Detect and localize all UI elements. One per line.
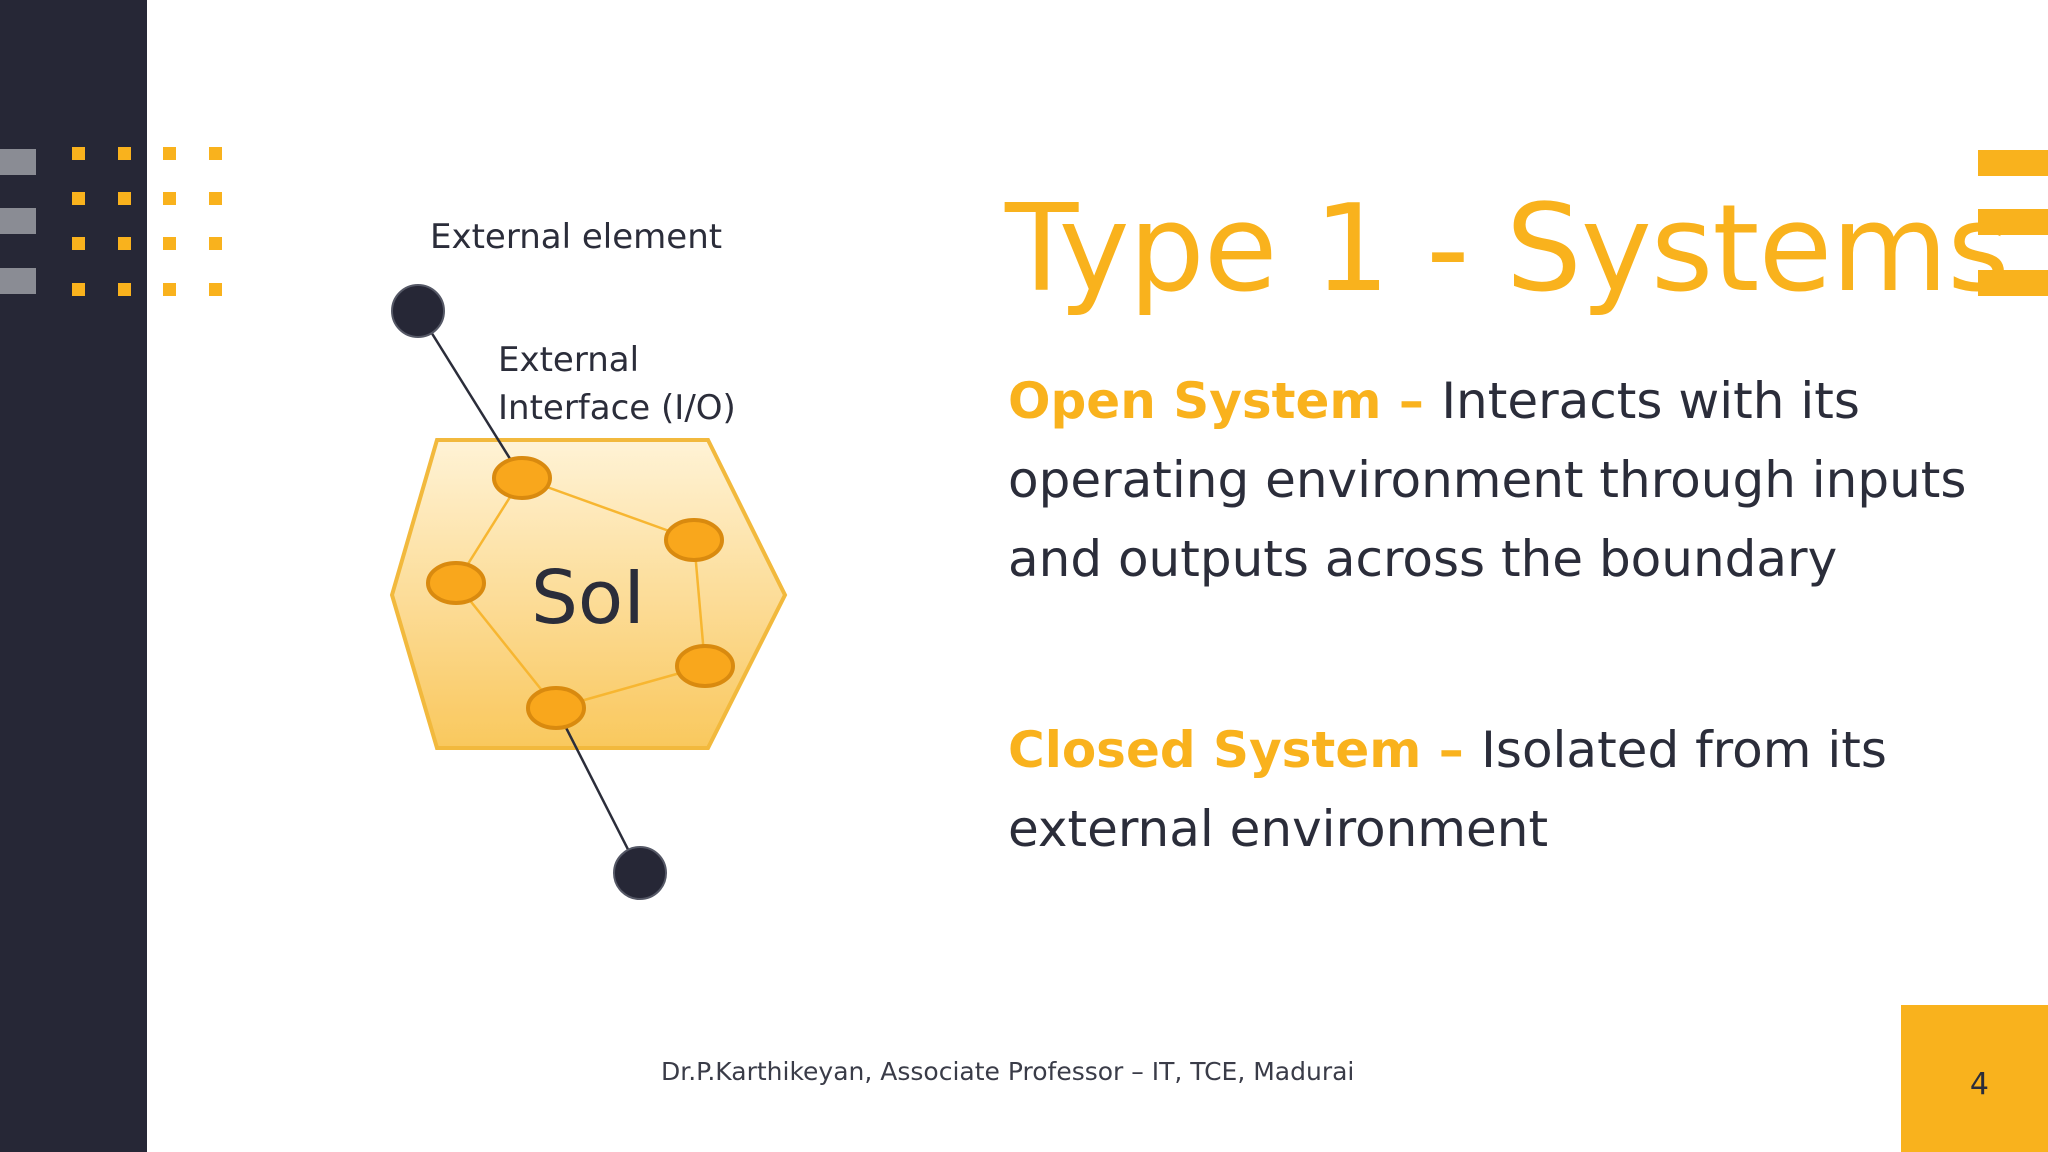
- page-number-box: [1901, 1005, 2048, 1152]
- external-link-top: [416, 310, 524, 479]
- decor-dash: [0, 208, 36, 234]
- node: [492, 456, 552, 500]
- node: [426, 561, 486, 605]
- open-system-point: Open System – Interacts with its operati…: [1008, 362, 1968, 599]
- interface-label-line2: Interface (I/O): [498, 388, 736, 428]
- decor-bar: [1978, 209, 2048, 235]
- internal-nodes: [426, 456, 735, 730]
- open-system-text: Interacts with its operating environment…: [1008, 372, 1967, 588]
- external-link-bottom: [554, 707, 642, 874]
- slide-title: Type 1 - Systems: [1005, 180, 2010, 319]
- open-system-lead: Open System –: [1008, 372, 1442, 430]
- footer-credit: Dr.P.Karthikeyan, Associate Professor – …: [661, 1057, 1355, 1086]
- closed-system-text: Isolated from its external environment: [1008, 721, 1887, 858]
- system-diagram: External element External Interface (I/O…: [389, 217, 788, 900]
- decor-bar: [1978, 150, 2048, 176]
- decor-dash: [0, 149, 36, 175]
- soi-label: SoI: [531, 555, 645, 641]
- node: [675, 644, 735, 688]
- decor-bar: [1978, 270, 2048, 296]
- interface-label-line1: External: [498, 340, 639, 380]
- external-element-label: External element: [430, 217, 722, 257]
- node: [526, 686, 586, 730]
- node: [664, 518, 724, 562]
- closed-system-point: Closed System – Isolated from its extern…: [1008, 711, 1968, 869]
- closed-system-lead: Closed System –: [1008, 721, 1482, 779]
- page-number: 4: [1969, 1067, 1989, 1102]
- external-element-node-top: [391, 284, 445, 338]
- decor-dash: [0, 268, 36, 294]
- external-element-node-bottom: [613, 846, 667, 900]
